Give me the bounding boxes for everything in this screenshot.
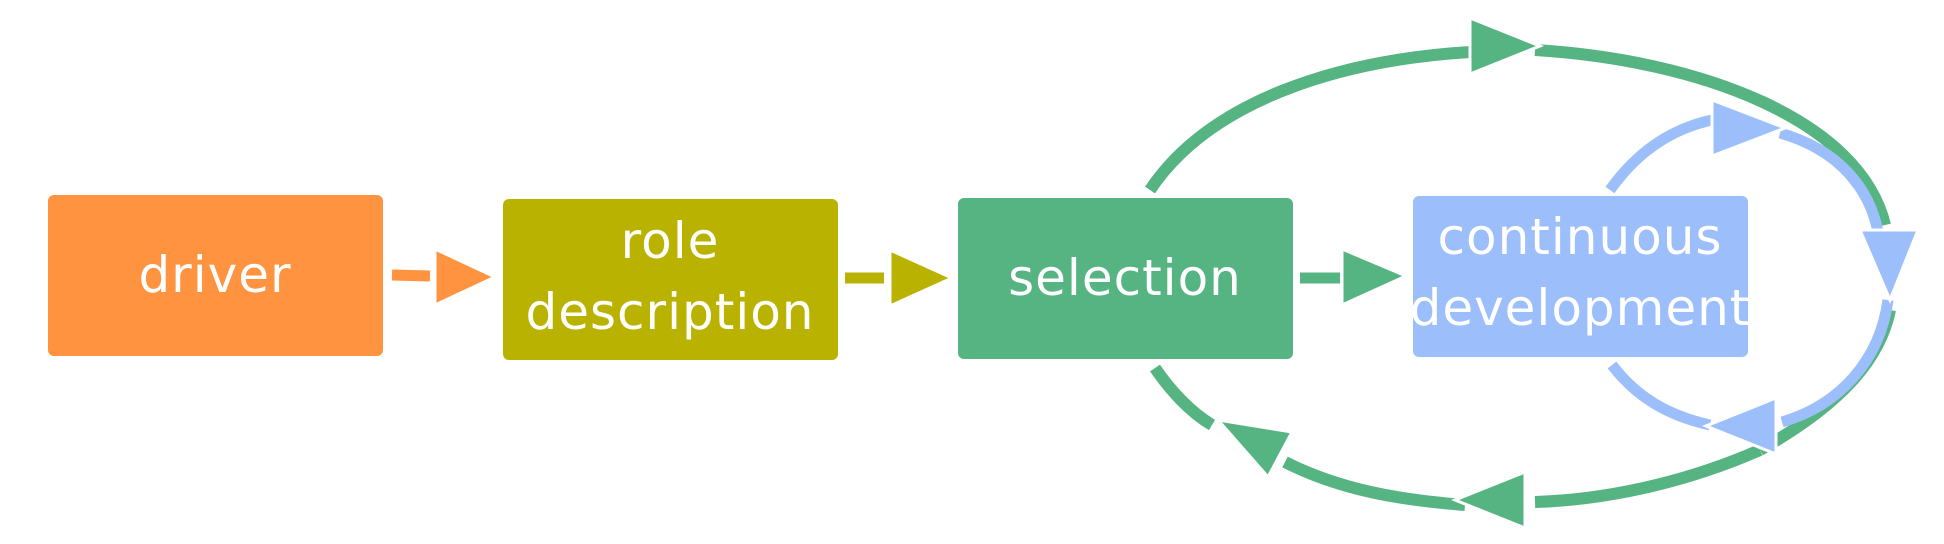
outer-cycle-arc-bottom-left bbox=[1282, 456, 1466, 511]
outer-cycle-arrow-left bbox=[1214, 417, 1295, 480]
node-role-description-box bbox=[501, 197, 840, 362]
node-driver-box bbox=[46, 193, 385, 358]
outer-cycle-arc-right bbox=[1757, 308, 1896, 456]
inner-cycle-arrow-bottom bbox=[1701, 395, 1778, 457]
node-continuous-development: continuous development bbox=[1410, 194, 1751, 359]
inner-cycle-arrow-right bbox=[1857, 228, 1921, 304]
node-continuous-development-label-line1: continuous bbox=[1438, 208, 1723, 266]
inner-cycle-arc-top bbox=[1605, 114, 1714, 194]
node-continuous-development-box bbox=[1411, 194, 1750, 359]
outer-cycle-arrow-top bbox=[1468, 15, 1545, 77]
outer-cycle-arc-bottom bbox=[1534, 444, 1763, 508]
connector-arrowhead bbox=[1340, 246, 1410, 308]
outer-cycle-arrow-bottom bbox=[1450, 469, 1527, 531]
outer-cycle-arc-top bbox=[1145, 46, 1471, 194]
node-continuous-development-label-line2: development bbox=[1410, 279, 1751, 337]
node-role-description-label-line1: role bbox=[621, 212, 720, 270]
node-driver: driver bbox=[46, 193, 385, 358]
node-selection-label: selection bbox=[1008, 249, 1242, 307]
outer-cycle-arc-left bbox=[1150, 364, 1216, 431]
connector-arrowhead bbox=[433, 246, 499, 308]
connector-arrowhead bbox=[888, 247, 956, 309]
outer-cycle-arc-top-right bbox=[1534, 44, 1891, 227]
connector-driver-role bbox=[391, 246, 499, 308]
connector-role-selection bbox=[845, 247, 956, 309]
connector-line bbox=[391, 269, 431, 282]
node-role-description-label-line2: description bbox=[525, 283, 814, 341]
inner-cycle-arc-right bbox=[1780, 299, 1894, 428]
inner-cycle-arc-bottom bbox=[1607, 361, 1712, 431]
node-role-description: role description bbox=[501, 197, 840, 362]
node-selection-box bbox=[956, 196, 1295, 361]
inner-cycle-arrow-top bbox=[1710, 97, 1790, 159]
inner-cycle-arc-top-right bbox=[1778, 127, 1884, 234]
connector-selection-development bbox=[1300, 246, 1410, 308]
node-driver-label: driver bbox=[138, 246, 291, 304]
inner-cycle bbox=[1605, 97, 1921, 457]
node-selection: selection bbox=[956, 196, 1295, 361]
